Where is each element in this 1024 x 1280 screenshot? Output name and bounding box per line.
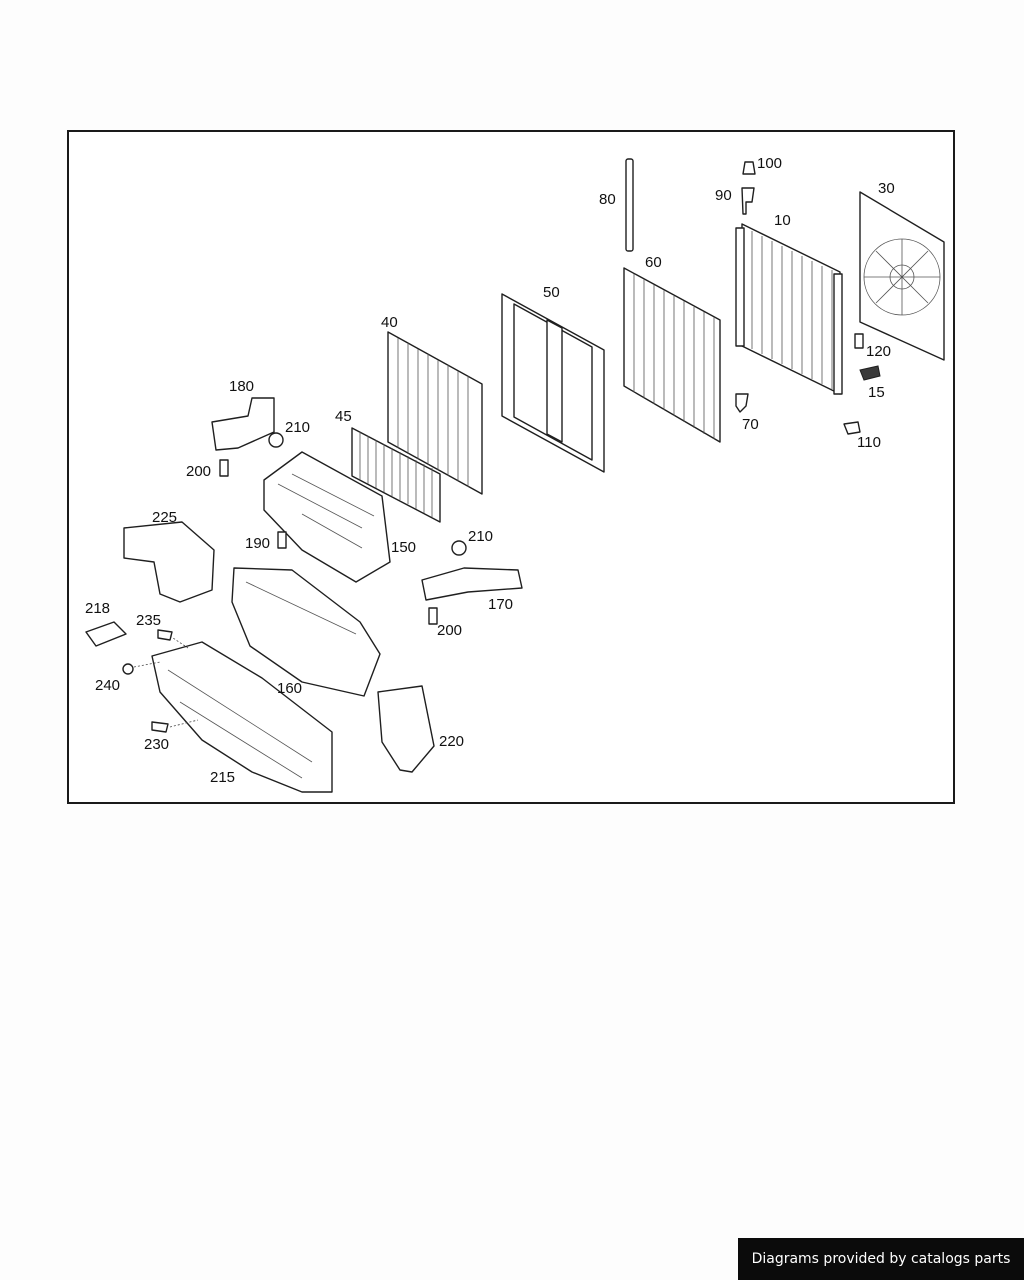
- callout-60: 60: [645, 254, 662, 271]
- callout-235: 235: [136, 612, 161, 629]
- callout-15: 15: [868, 384, 885, 401]
- part-condenser[interactable]: [623, 267, 721, 443]
- callout-200-upper: 200: [186, 463, 211, 480]
- part-clip[interactable]: [854, 333, 864, 349]
- part-cap[interactable]: [742, 161, 756, 175]
- callout-170: 170: [488, 596, 513, 613]
- callout-10: 10: [774, 212, 791, 229]
- part-right-bracket[interactable]: [377, 685, 435, 773]
- part-air-duct-upper[interactable]: [211, 397, 275, 451]
- callout-215: 215: [210, 769, 235, 786]
- part-plug[interactable]: [843, 421, 861, 435]
- part-left-bracket[interactable]: [123, 521, 215, 603]
- callout-70: 70: [742, 416, 759, 433]
- part-screw-upper[interactable]: [219, 459, 229, 477]
- callout-120: 120: [866, 343, 891, 360]
- part-air-duct-lower[interactable]: [421, 567, 523, 601]
- credit-text: Diagrams provided by catalogs parts: [751, 1251, 1011, 1267]
- callout-190: 190: [245, 535, 270, 552]
- callout-30: 30: [878, 180, 895, 197]
- callout-200-lower: 200: [437, 622, 462, 639]
- part-valve[interactable]: [735, 393, 749, 413]
- part-frame[interactable]: [501, 293, 605, 473]
- callout-225: 225: [152, 509, 177, 526]
- callout-110: 110: [857, 434, 881, 451]
- callout-218: 218: [85, 600, 110, 617]
- callout-40: 40: [381, 314, 398, 331]
- part-nut[interactable]: [122, 663, 134, 675]
- callout-45: 45: [335, 408, 352, 425]
- part-switch[interactable]: [859, 365, 881, 381]
- callout-210-lower: 210: [468, 528, 493, 545]
- part-sensor[interactable]: [741, 187, 755, 215]
- callout-80: 80: [599, 191, 616, 208]
- callout-230: 230: [144, 736, 169, 753]
- part-bolt-lower[interactable]: [151, 721, 169, 733]
- callout-220: 220: [439, 733, 464, 750]
- part-rod[interactable]: [625, 158, 634, 252]
- callout-210-upper: 210: [285, 419, 310, 436]
- part-air-guide-panel[interactable]: [231, 567, 381, 697]
- callout-160: 160: [277, 680, 302, 697]
- callout-50: 50: [543, 284, 560, 301]
- callout-180: 180: [229, 378, 254, 395]
- exploded-parts-diagram: 100 90 80 30 10 60 50 40 120 15 180 210 …: [67, 130, 955, 804]
- part-grommet-upper[interactable]: [268, 432, 284, 448]
- part-intercooler[interactable]: [387, 331, 483, 495]
- callout-90: 90: [715, 187, 732, 204]
- callout-240: 240: [95, 677, 120, 694]
- part-bolt[interactable]: [277, 531, 287, 549]
- callout-150: 150: [391, 539, 416, 556]
- part-pad[interactable]: [85, 621, 127, 647]
- part-screw-lower[interactable]: [428, 607, 438, 625]
- part-mesh-screen[interactable]: [351, 427, 441, 523]
- diagram-canvas: 100 90 80 30 10 60 50 40 120 15 180 210 …: [85, 155, 945, 793]
- part-crossmember[interactable]: [151, 641, 333, 793]
- part-bolt-small[interactable]: [157, 629, 173, 641]
- part-grommet-lower[interactable]: [451, 540, 467, 556]
- part-fan-shroud[interactable]: [859, 191, 945, 361]
- part-radiator[interactable]: [735, 223, 843, 395]
- credit-banner: Diagrams provided by catalogs parts: [738, 1238, 1024, 1280]
- callout-100: 100: [757, 155, 782, 172]
- part-air-guide[interactable]: [263, 451, 391, 583]
